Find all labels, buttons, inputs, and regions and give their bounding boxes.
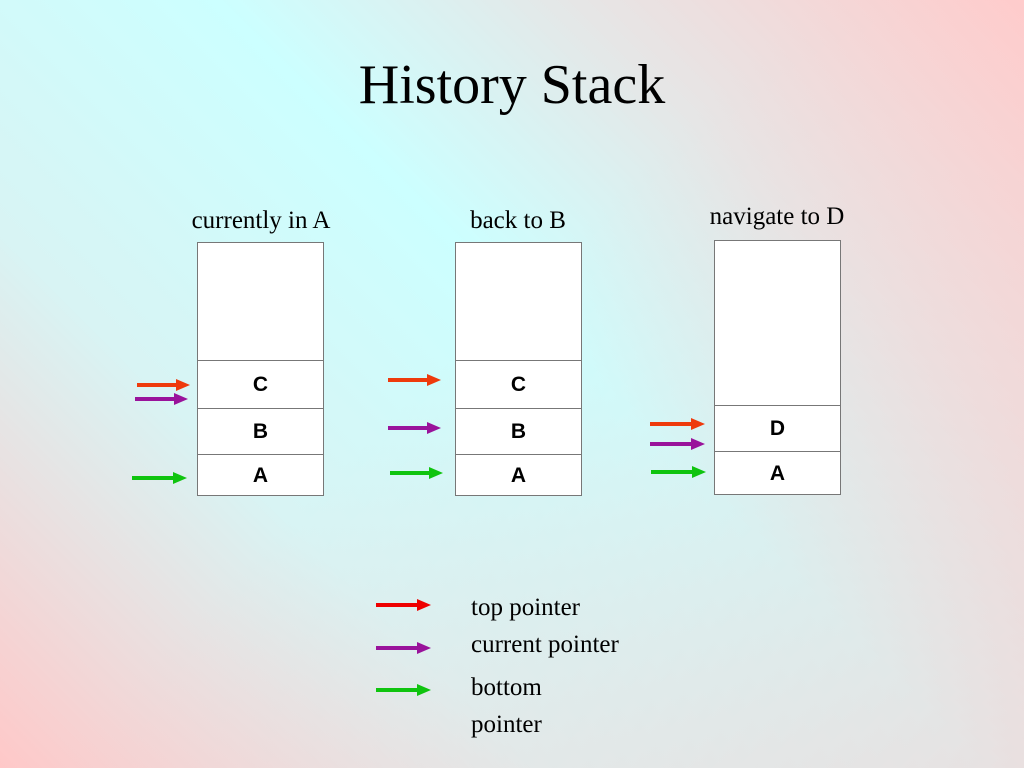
stack-2-top-pointer-arrow-icon xyxy=(388,374,441,386)
stack-2-bottom-pointer-arrow-icon xyxy=(390,467,443,479)
stack-3-top-pointer-arrow-icon xyxy=(650,418,705,430)
stack-1-cell-c: C xyxy=(198,360,323,408)
stack-2-caption: back to B xyxy=(470,207,566,234)
legend-current-pointer-arrow-icon xyxy=(376,642,431,654)
stack-2-cell-b: B xyxy=(456,408,581,454)
stack-1-current-pointer-arrow-icon xyxy=(135,393,188,405)
stack-1: C B A xyxy=(197,242,324,496)
stack-1-caption: currently in A xyxy=(191,207,331,234)
stack-1-cell-a: A xyxy=(198,454,323,496)
stack-1-top-pointer-arrow-icon xyxy=(137,379,190,391)
legend-current-label: current pointer xyxy=(471,631,619,658)
legend-top-pointer-arrow-icon xyxy=(376,599,431,611)
stack-3-current-pointer-arrow-icon xyxy=(650,438,705,450)
stack-1-cell-b: B xyxy=(198,408,323,454)
legend-bottom-label-line2: pointer xyxy=(471,711,542,738)
stack-2: C B A xyxy=(455,242,582,496)
legend-bottom-label-line1: bottom xyxy=(471,674,542,701)
stack-3-bottom-pointer-arrow-icon xyxy=(651,466,706,478)
stack-3-caption: navigate to D xyxy=(709,203,845,230)
slide-title: History Stack xyxy=(358,54,666,116)
stack-3-cell-a: A xyxy=(715,451,840,495)
legend-top-label: top pointer xyxy=(471,594,581,621)
stack-3: D A xyxy=(714,240,841,495)
stack-2-cell-a: A xyxy=(456,454,581,496)
stack-2-current-pointer-arrow-icon xyxy=(388,422,441,434)
stack-2-cell-c: C xyxy=(456,360,581,408)
stack-1-bottom-pointer-arrow-icon xyxy=(132,472,187,484)
legend-bottom-pointer-arrow-icon xyxy=(376,684,431,696)
stack-3-cell-d: D xyxy=(715,405,840,451)
